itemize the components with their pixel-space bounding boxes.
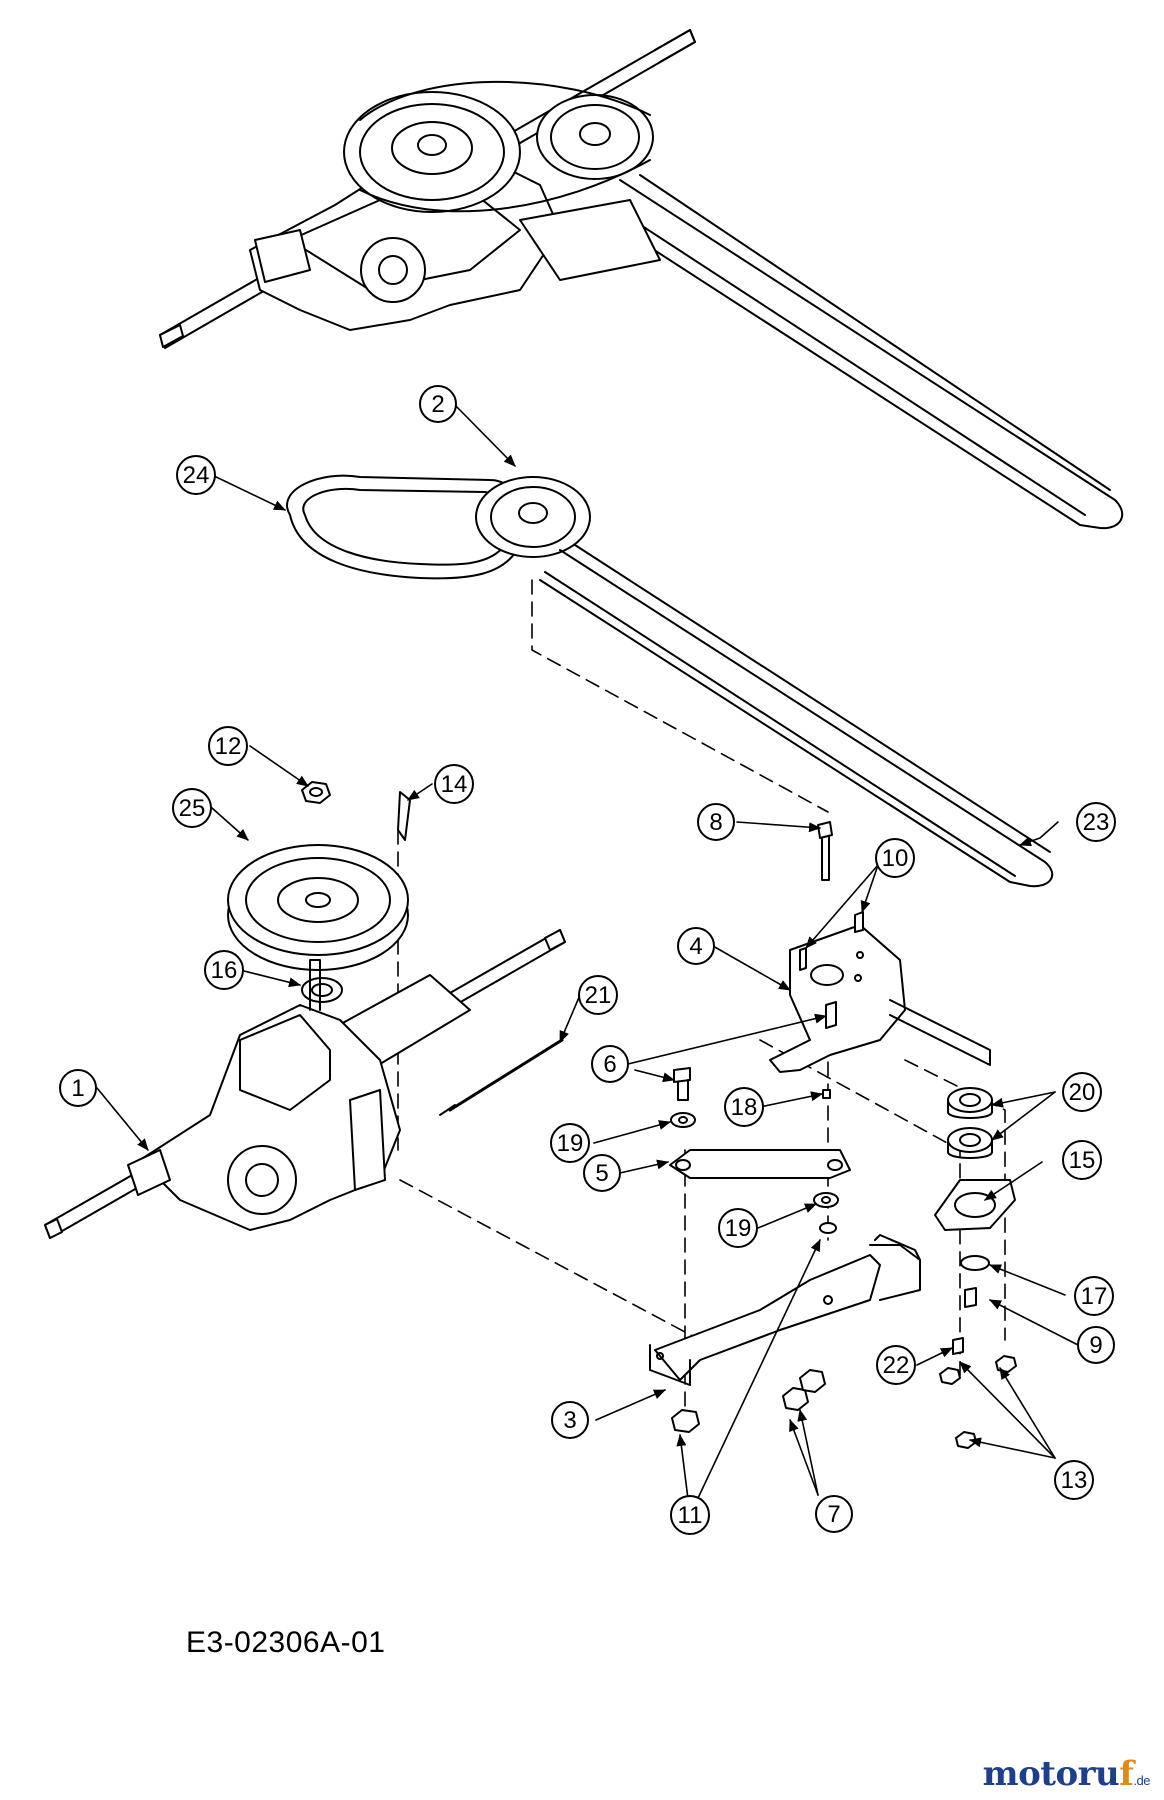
callout-17: 17 [1074, 1276, 1114, 1316]
callout-label: 9 [1089, 1332, 1102, 1359]
callout-label: 25 [179, 795, 206, 822]
callout-label: 14 [441, 771, 468, 798]
callout-label: 3 [563, 1407, 576, 1434]
brand-logo: motoruf.de [982, 1754, 1151, 1794]
idler-bracket-4 [769, 821, 991, 1073]
callout-label: 17 [1081, 1283, 1108, 1310]
callout-label: 5 [595, 1160, 608, 1187]
callout-13: 13 [1054, 1460, 1094, 1500]
callout-label: 23 [1083, 809, 1110, 836]
callout-3: 3 [551, 1401, 589, 1439]
callout-label: 24 [183, 462, 210, 489]
callout-label: 4 [689, 933, 702, 960]
callout-label: 22 [883, 1352, 910, 1379]
callout-12: 12 [208, 726, 248, 766]
callout-4: 4 [677, 927, 715, 965]
callout-label: 1 [71, 1075, 84, 1102]
callout-label: 16 [211, 957, 238, 984]
callout-15: 15 [1062, 1140, 1102, 1180]
callout-21: 21 [578, 975, 618, 1015]
idler-hardware-right [934, 1087, 1016, 1355]
callout-label: 10 [882, 845, 909, 872]
idler-arm-5 [669, 1067, 851, 1234]
pulley-25-group [227, 781, 411, 1003]
callout-label: 15 [1069, 1147, 1096, 1174]
nuts [671, 1355, 1017, 1449]
callout-10: 10 [875, 838, 915, 878]
callout-label: 19 [557, 1130, 584, 1157]
assembled-transmission-view [159, 29, 1124, 530]
callout-25: 25 [172, 788, 212, 828]
callout-19-upper: 19 [550, 1123, 590, 1163]
callout-5: 5 [583, 1154, 621, 1192]
mount-bracket-3 [649, 1234, 921, 1386]
callout-11: 11 [670, 1495, 710, 1535]
callout-label: 21 [585, 982, 612, 1009]
callout-7: 7 [815, 1495, 853, 1533]
brand-tld: .de [1133, 1773, 1150, 1788]
callout-22: 22 [876, 1345, 916, 1385]
callout-20: 20 [1062, 1072, 1102, 1112]
callout-label: 11 [678, 1502, 703, 1529]
transmission-1 [44, 929, 566, 1239]
drawing-code: E3-02306A-01 [186, 1626, 386, 1659]
callout-label: 20 [1069, 1079, 1096, 1106]
callout-6: 6 [591, 1045, 629, 1083]
belt-24-and-pulley-2 [286, 474, 1054, 888]
callout-label: 8 [709, 809, 722, 836]
callout-label: 2 [431, 391, 444, 418]
callout-label: 13 [1061, 1467, 1088, 1494]
callout-16: 16 [204, 950, 244, 990]
callout-8: 8 [697, 803, 735, 841]
callout-label: 6 [603, 1051, 616, 1078]
callout-label: 7 [827, 1501, 840, 1528]
callout-19-lower: 19 [718, 1208, 758, 1248]
brand-name-accent: f [1119, 1754, 1134, 1794]
callout-24: 24 [176, 455, 216, 495]
callout-label: 12 [215, 733, 242, 760]
callout-label: 18 [731, 1094, 758, 1121]
spring-21 [439, 1038, 564, 1116]
callout-9: 9 [1077, 1326, 1115, 1364]
brand-name-main: motoru [982, 1754, 1120, 1794]
callout-18: 18 [724, 1087, 764, 1127]
callout-1: 1 [59, 1069, 97, 1107]
callout-bubbles: 1 2 3 4 5 6 7 8 9 10 11 12 13 14 15 16 1… [59, 385, 1116, 1535]
callout-label: 19 [725, 1215, 752, 1242]
callout-2: 2 [419, 385, 457, 423]
callout-14: 14 [434, 764, 474, 804]
callout-23: 23 [1076, 802, 1116, 842]
assembly-guide-lines [397, 579, 1006, 1426]
callout-leaders [96, 403, 1079, 1516]
